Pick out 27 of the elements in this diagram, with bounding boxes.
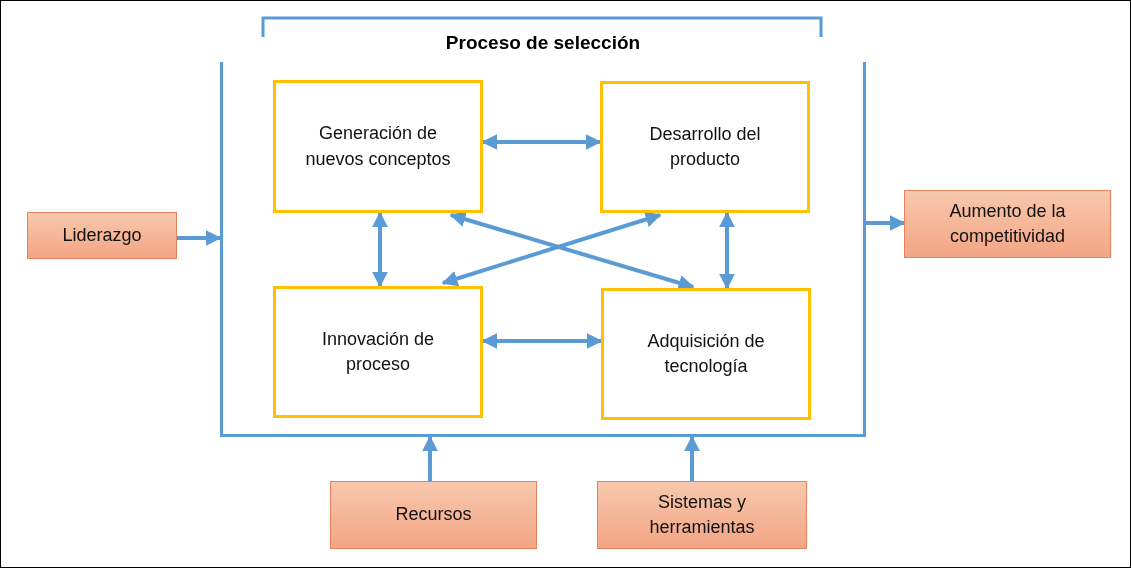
- input-box: [27, 212, 177, 259]
- arrow: [449, 211, 695, 291]
- arrow: [441, 211, 662, 287]
- arrow: [481, 333, 603, 349]
- input-box: [904, 190, 1111, 258]
- arrow: [684, 435, 700, 481]
- arrow: [481, 134, 602, 150]
- process-box: [600, 81, 810, 213]
- box-label: Adquisición de tecnología: [646, 329, 766, 378]
- process-box: [601, 288, 811, 420]
- arrow: [866, 215, 906, 231]
- input-box: [597, 481, 807, 549]
- box-label: Sistemas y herramientas: [648, 490, 756, 539]
- input-box: [330, 481, 537, 549]
- process-box: [273, 80, 483, 213]
- box-label: Generación de nuevos conceptos: [304, 122, 452, 171]
- frame-heading: Proceso de selección: [444, 32, 642, 54]
- box-label: Desarrollo del producto: [648, 122, 762, 171]
- arrow: [719, 211, 735, 290]
- box-label: Recursos: [394, 503, 473, 527]
- box-label: Liderazgo: [61, 223, 143, 247]
- process-box: [273, 286, 483, 418]
- arrow: [177, 230, 222, 246]
- arrow: [422, 435, 438, 481]
- arrow: [372, 211, 388, 288]
- box-label: Innovación de proceso: [320, 327, 436, 376]
- box-label: Aumento de la competitividad: [948, 199, 1067, 248]
